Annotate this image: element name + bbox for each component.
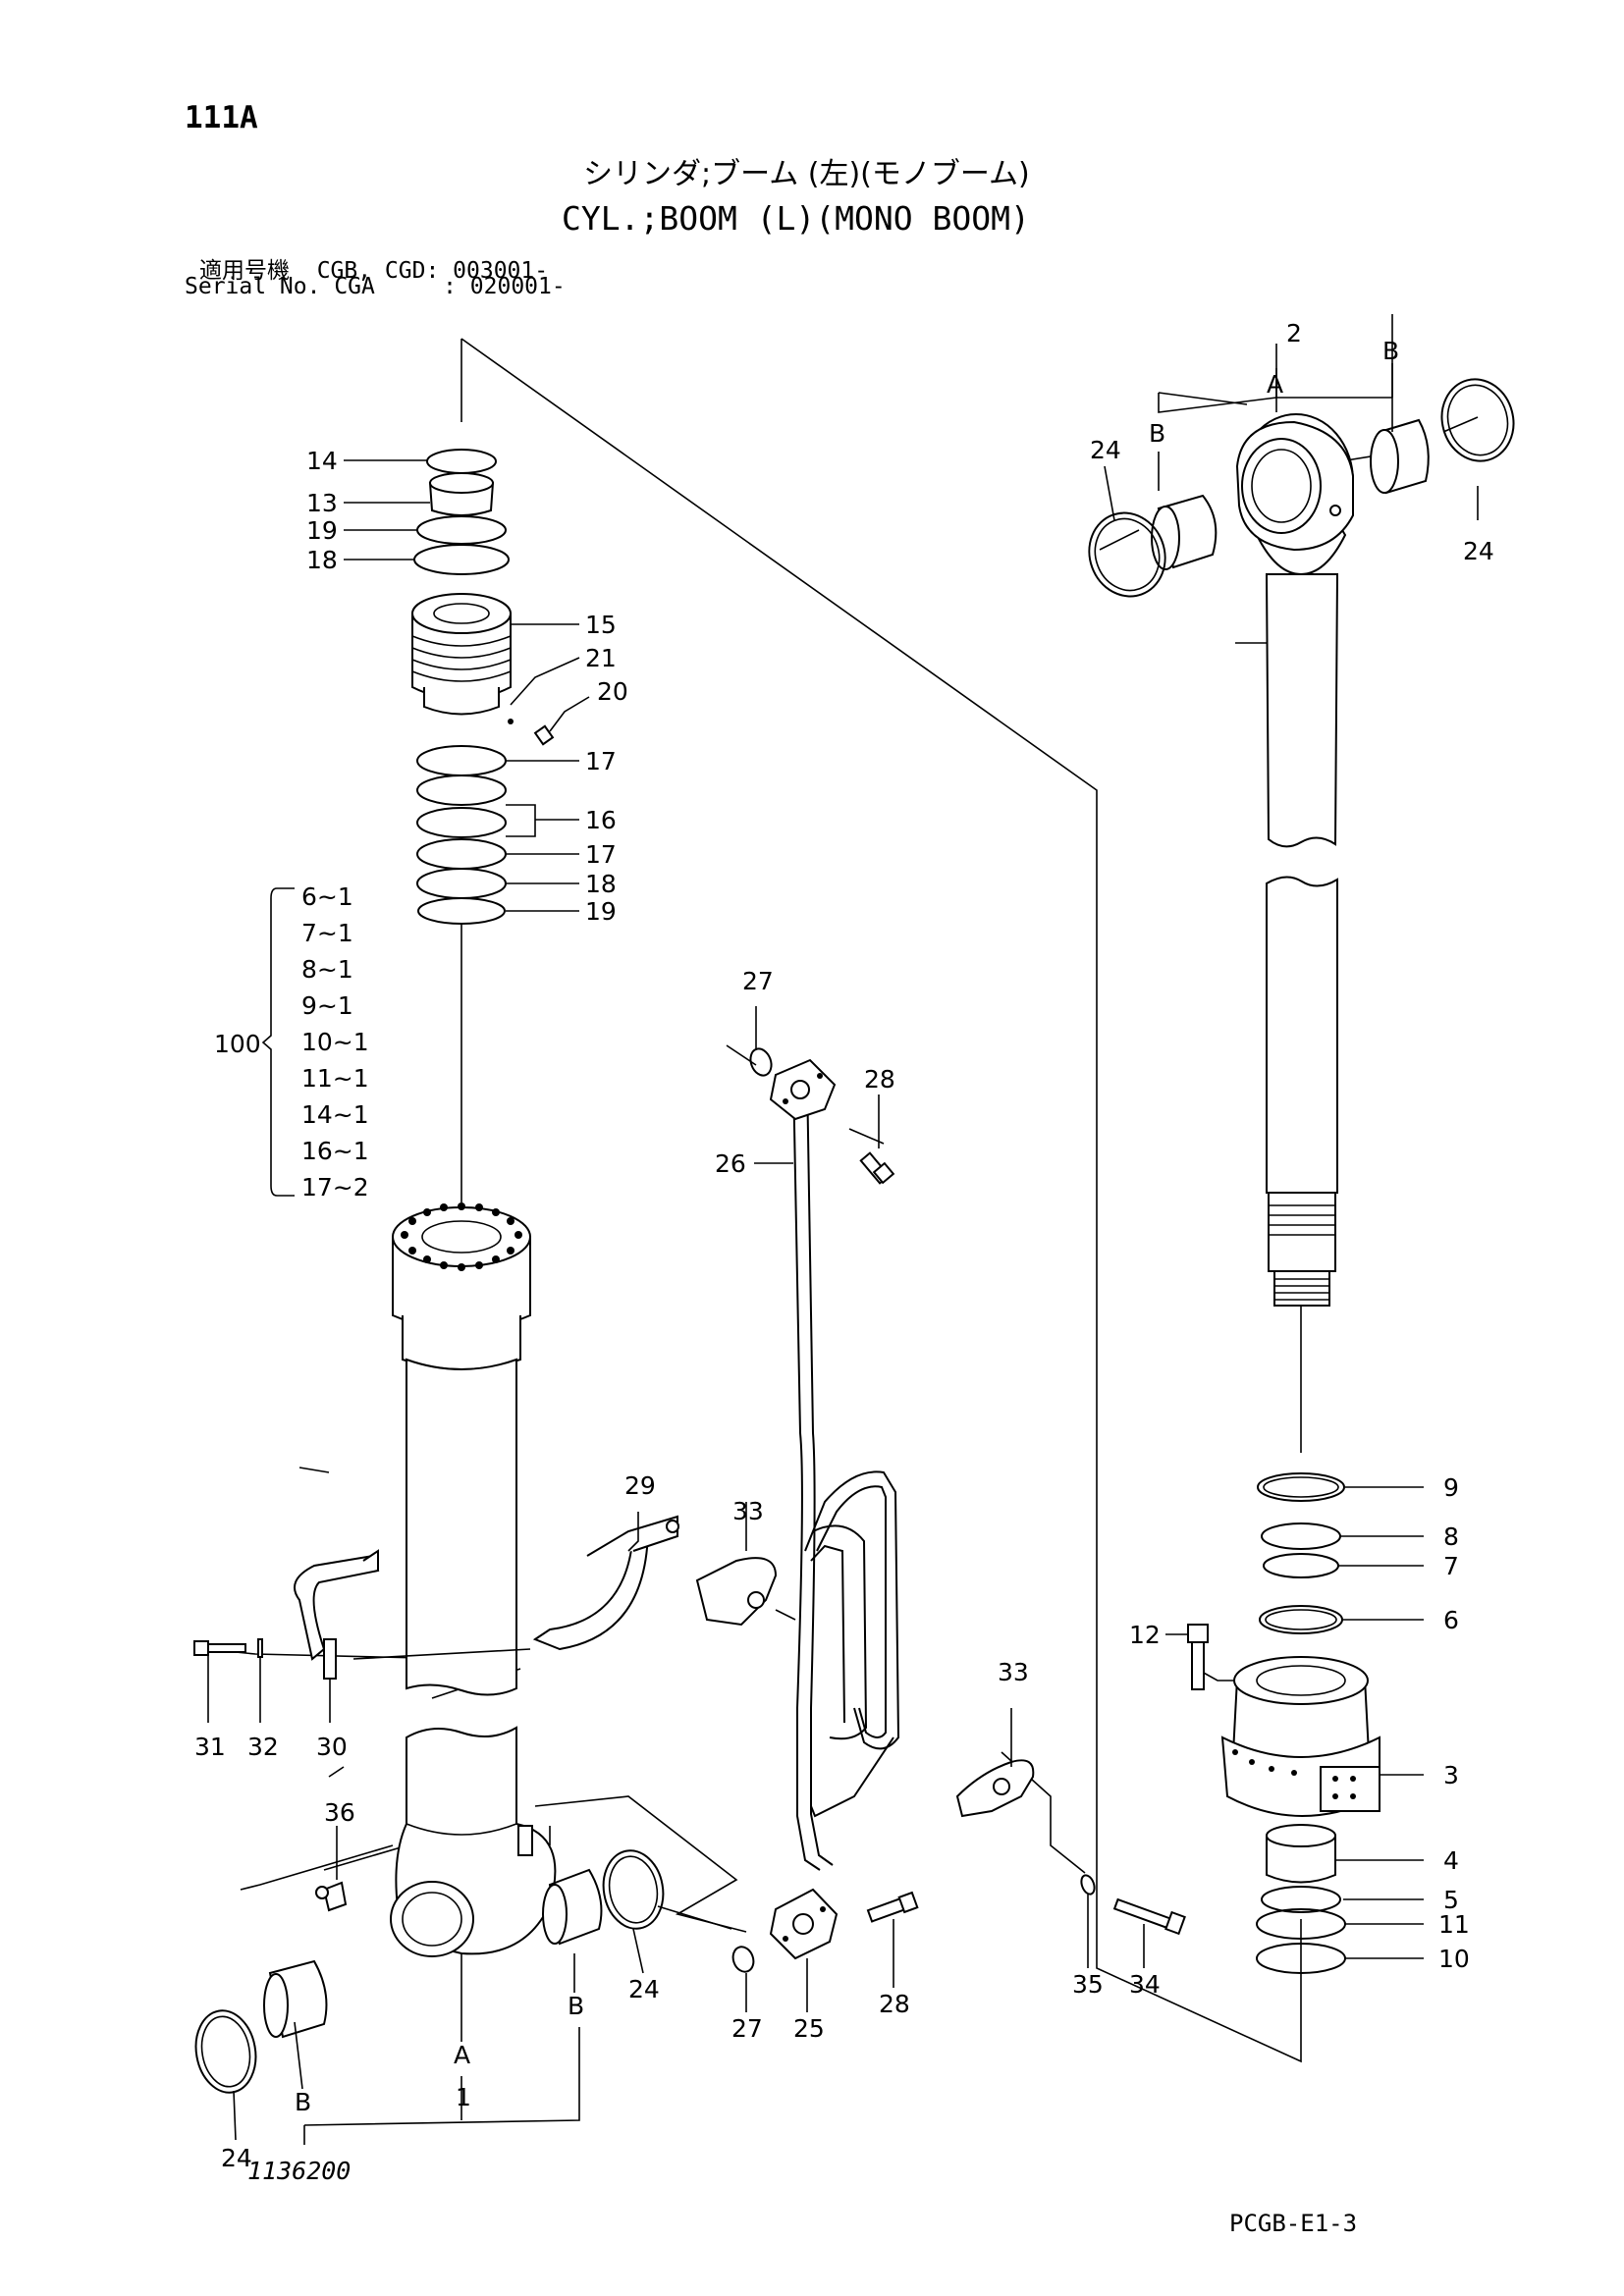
seal-ring-top-right (1440, 378, 1515, 462)
catalog-reference: PCGB-E1-3 (1229, 2210, 1358, 2237)
pin-bushing-top-right (1370, 418, 1430, 495)
callout-B-bottom: B (295, 2088, 311, 2116)
callout-34: 34 (1129, 1970, 1161, 1999)
kit-item: 9~1 (301, 991, 353, 1020)
page-number: 111A (185, 100, 258, 135)
callout-19a: 19 (306, 516, 338, 545)
grease-nipple-36 (315, 1881, 348, 1912)
bolts-28 (859, 1151, 919, 1923)
callout-B-top-right: B (1382, 337, 1399, 365)
callout-18a: 18 (306, 546, 338, 574)
piston-seal-rings (416, 745, 507, 925)
callout-12: 12 (1129, 1621, 1161, 1649)
piston (411, 593, 555, 746)
kit-item: 14~1 (301, 1100, 369, 1129)
callout-33-right: 33 (998, 1658, 1029, 1686)
pin-bushing-top-left (1151, 494, 1218, 570)
piston-rod-assembly (1235, 413, 1354, 1307)
title-english: CYL.;BOOM (L)(MONO BOOM) (562, 199, 1030, 238)
callout-7: 7 (1443, 1552, 1459, 1580)
callout-30: 30 (316, 1733, 348, 1761)
callout-28-top: 28 (864, 1065, 895, 1094)
callout-11: 11 (1438, 1910, 1470, 1939)
rod-seal-rings (1257, 1472, 1345, 1634)
callout-15: 15 (585, 611, 617, 639)
head-bushing-and-rings (1256, 1824, 1346, 1974)
callout-labels: 2 A B B 24 24 14 13 19 18 15 21 20 17 16… (194, 319, 1494, 2172)
callout-16: 16 (585, 806, 617, 834)
callout-27-bottom: 27 (731, 2014, 763, 2043)
callout-24-top-right: 24 (1463, 537, 1494, 565)
callout-A-top: A (1267, 370, 1283, 399)
bolt-31-and-washer-32 (193, 1638, 263, 1658)
title-japanese: シリンダ;ブーム (左)(モノブーム) (583, 157, 1030, 191)
callout-B-mid: B (568, 1992, 584, 2020)
callout-28-bottom: 28 (879, 1990, 910, 2018)
callout-21: 21 (585, 644, 617, 672)
callout-27-top: 27 (742, 967, 774, 995)
callout-13: 13 (306, 489, 338, 517)
callout-2: 2 (1286, 319, 1302, 347)
callout-35: 35 (1072, 1970, 1104, 1999)
callout-14: 14 (306, 447, 338, 475)
cylinder-tube (390, 1206, 557, 1957)
cylinder-head (1220, 1656, 1380, 1817)
kit-item: 10~1 (301, 1028, 369, 1056)
callout-24-bottom: 24 (221, 2144, 252, 2172)
kit-item: 7~1 (301, 919, 353, 947)
pipe-flange-bottom (769, 1888, 839, 1960)
callout-B-top-left: B (1149, 419, 1165, 448)
serial-applicability-en: Serial No. CGA : 020001- (185, 274, 566, 299)
callout-24-mid: 24 (628, 1975, 660, 2003)
kit-item: 11~1 (301, 1064, 369, 1093)
callout-9: 9 (1443, 1473, 1459, 1502)
kit-number: 100 (214, 1030, 261, 1058)
clamp-band (294, 1515, 679, 1680)
callout-4: 4 (1443, 1846, 1459, 1875)
callout-25: 25 (793, 2014, 825, 2043)
clamp-33-left (695, 1557, 796, 1627)
tube-bolt-holes (401, 1202, 522, 1271)
bottom-bushings-and-rings (194, 1849, 665, 2094)
callout-24-top-left: 24 (1090, 436, 1121, 464)
seal-kit-100: 100 6~1 7~1 8~1 9~1 10~1 11~1 14~1 16~1 … (214, 882, 369, 1201)
pipe-line (776, 1074, 900, 1871)
callout-17a: 17 (585, 747, 617, 775)
callout-10: 10 (1438, 1945, 1470, 1973)
callout-36: 36 (324, 1798, 355, 1827)
callout-A-mid: A (454, 2041, 470, 2069)
leader-lines (207, 314, 1479, 2145)
callout-6: 6 (1443, 1606, 1459, 1634)
callout-18b: 18 (585, 870, 617, 898)
callout-17b: 17 (585, 840, 617, 869)
callout-33-left: 33 (732, 1497, 764, 1525)
pipe-flange-top (769, 1058, 837, 1121)
kit-item: 8~1 (301, 955, 353, 984)
piston-nut-rings (413, 449, 510, 575)
callout-5: 5 (1443, 1886, 1459, 1914)
serial-applicability-jp: 適用号機 CGB, CGD: 003001- (199, 258, 549, 284)
bolt-12 (1187, 1624, 1209, 1690)
callout-8: 8 (1443, 1522, 1459, 1551)
callout-26: 26 (715, 1149, 746, 1178)
kit-item: 17~2 (301, 1173, 369, 1201)
callout-29: 29 (624, 1471, 656, 1500)
bolt-34-and-washer-35 (1080, 1874, 1186, 1936)
callout-1: 1 (456, 2083, 471, 2111)
clamp-33-right (955, 1759, 1035, 1818)
callout-32: 32 (247, 1733, 279, 1761)
callout-3: 3 (1443, 1761, 1459, 1789)
callout-31: 31 (194, 1733, 226, 1761)
callout-20: 20 (597, 677, 628, 706)
callout-19b: 19 (585, 897, 617, 926)
kit-item: 16~1 (301, 1137, 369, 1165)
drawing-number: 1136200 (247, 2157, 352, 2185)
kit-item: 6~1 (301, 882, 353, 911)
